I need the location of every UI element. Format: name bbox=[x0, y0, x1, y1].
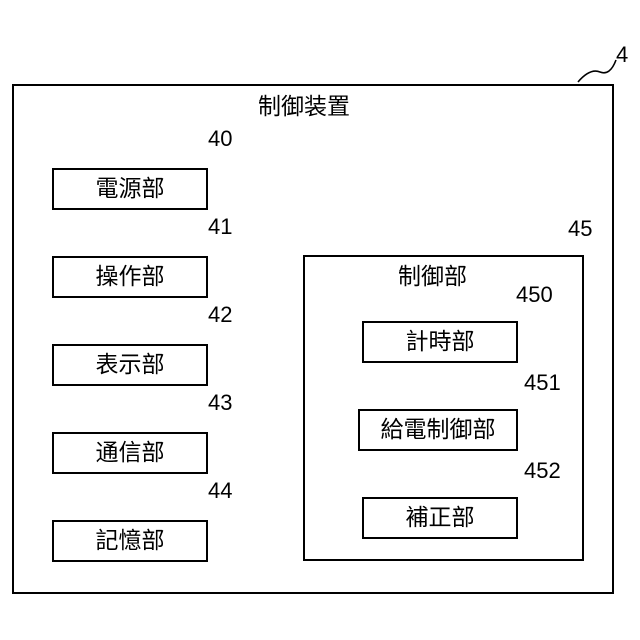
power-unit-ref: 40 bbox=[208, 128, 232, 150]
communication-unit-ref: 43 bbox=[208, 392, 232, 414]
storage-unit-ref: 44 bbox=[208, 480, 232, 502]
display-unit-ref: 42 bbox=[208, 304, 232, 326]
display-unit-box: 表示部 bbox=[52, 344, 208, 386]
correction-unit-box: 補正部 bbox=[362, 497, 518, 539]
power-supply-control-unit-ref: 451 bbox=[524, 372, 561, 394]
control-device-ref: 4 bbox=[616, 44, 628, 66]
operation-unit-box: 操作部 bbox=[52, 256, 208, 298]
power-supply-control-unit-box: 給電制御部 bbox=[358, 409, 518, 451]
control-device-title: 制御装置 bbox=[258, 96, 350, 119]
timer-unit-box: 計時部 bbox=[362, 321, 518, 363]
control-unit-ref: 45 bbox=[568, 218, 592, 240]
control-unit-title: 制御部 bbox=[398, 266, 467, 289]
timer-unit-ref: 450 bbox=[516, 284, 553, 306]
correction-unit-ref: 452 bbox=[524, 460, 561, 482]
communication-unit-box: 通信部 bbox=[52, 432, 208, 474]
operation-unit-ref: 41 bbox=[208, 216, 232, 238]
storage-unit-box: 記憶部 bbox=[52, 520, 208, 562]
ref-leader-4 bbox=[578, 60, 616, 82]
power-unit-box: 電源部 bbox=[52, 168, 208, 210]
